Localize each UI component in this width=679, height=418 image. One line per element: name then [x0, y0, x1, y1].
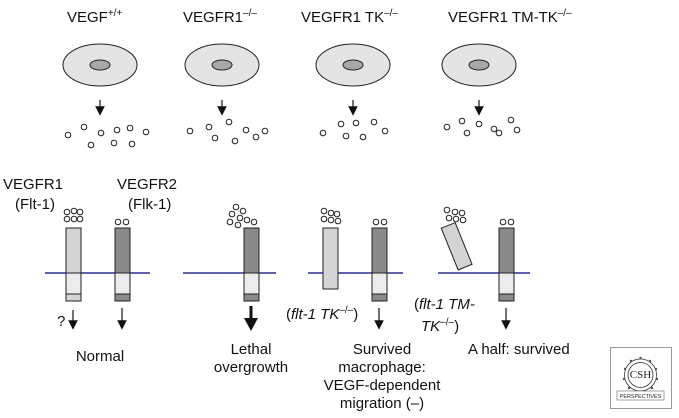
flt1-tk-mutant-label: (flt-1 TK–/–) [286, 305, 359, 323]
vegfr1-label: VEGFR1 [3, 176, 64, 193]
outcome-normal: Normal [75, 348, 125, 365]
csh-logo-emblem: CSH PERSPECTIVES [616, 356, 665, 401]
vegfr1-tmtk-deleted-receptor [440, 221, 473, 271]
outcome-lethal-line2: overgrowth [213, 359, 289, 376]
outcome-lethal-line1: Lethal [230, 341, 272, 358]
vegfr2-bound-vegf-excess [226, 203, 258, 229]
vegfr2-label: VEGFR2 [117, 176, 178, 193]
vegfr1-tk-deleted-receptor [322, 227, 339, 290]
header-vegfr1-tmtk-knockout: VEGFR1 TM-TK–/– [448, 8, 572, 26]
unknown-signal-mark: ? [57, 313, 66, 330]
cell-vegfr1-tk-knockout [315, 43, 391, 87]
outcome-lethal: Lethal overgrowth [201, 341, 301, 377]
outcome-survived-macrophage: Survived macrophage: VEGF-dependent migr… [317, 341, 447, 413]
vegfr1-wildtype-receptor [65, 227, 82, 302]
vegfr2-alias-label: (Flk-1) [128, 196, 172, 213]
svg-text:PERSPECTIVES: PERSPECTIVES [620, 394, 662, 400]
vegfr2-bound-vegf [499, 218, 515, 226]
vegfr2-bound-vegf [372, 218, 388, 226]
signal-arrows [68, 308, 511, 330]
vegfr1-bound-vegf [63, 207, 84, 223]
outcome-survived-line2: macrophage: [338, 359, 426, 376]
vegfr1-bound-vegf [443, 206, 467, 224]
vegfr1-bound-vegf [320, 207, 342, 225]
svg-text:CSH: CSH [630, 369, 651, 381]
cell-vegfr1-tmtk-knockout [441, 43, 517, 87]
outcome-half-survived: A half: survived [468, 341, 570, 358]
vegfr2-bound-vegf [114, 218, 130, 226]
outcome-survived-line3: VEGF-dependent [323, 377, 441, 394]
header-vegf-wildtype: VEGF+/+ [67, 8, 123, 26]
csh-perspectives-logo: CSH PERSPECTIVES [610, 347, 672, 409]
flt1-tmtk-mutant-label-line1: (flt-1 TM- [414, 296, 475, 313]
secretion-arrows [95, 100, 484, 116]
outcome-survived-line1: Survived [352, 341, 412, 358]
outcome-survived-line4: migration (–) [339, 395, 425, 412]
signal-arrow-strong [244, 306, 258, 331]
header-vegfr1-knockout: VEGFR1–/– [183, 8, 257, 26]
vegfr1-alias-label: (Flt-1) [15, 196, 55, 213]
header-vegfr1-tk-knockout: VEGFR1 TK–/– [301, 8, 398, 26]
vegfr2-receptor [371, 227, 388, 302]
cell-vegf-wildtype [62, 43, 138, 87]
flt1-tmtk-mutant-label-line2: TK–/–) [421, 317, 460, 335]
vegfr2-receptor [114, 227, 131, 302]
cell-vegfr1-knockout [184, 43, 260, 87]
vegf-dots [64, 116, 521, 149]
vegfr2-receptor [243, 227, 260, 302]
vegfr2-receptor [498, 227, 515, 302]
